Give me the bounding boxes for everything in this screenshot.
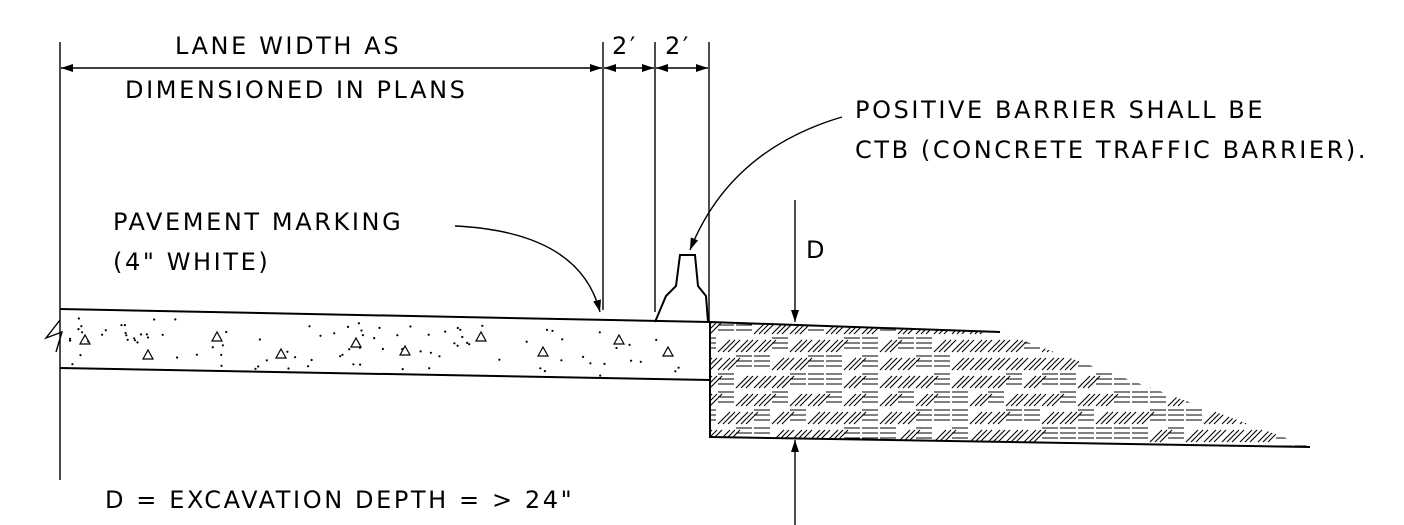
lane-width-label-line2: DIMENSIONED IN PLANS — [125, 76, 467, 104]
pavement-aggregate-texture — [68, 317, 680, 377]
offset-label-first: 2′ — [612, 32, 638, 60]
pavement-marking-label-line1: PAVEMENT MARKING — [113, 208, 403, 236]
concrete-traffic-barrier — [654, 254, 709, 323]
marking-leader-arrow — [454, 225, 601, 313]
excavation-fill — [709, 321, 1311, 448]
excavation-depth-note: D = EXCAVATION DEPTH = > 24" — [105, 486, 574, 514]
extension-lines — [59, 42, 710, 480]
barrier-note-line2: CTB (CONCRETE TRAFFIC BARRIER). — [855, 136, 1368, 164]
offset-label-second: 2′ — [665, 32, 691, 60]
barrier-note-line1: POSITIVE BARRIER SHALL BE — [855, 96, 1265, 124]
depth-symbol-label: D — [806, 236, 827, 264]
pavement-section — [43, 308, 711, 381]
pavement-marking-label-line2: (4" WHITE) — [113, 248, 270, 276]
lane-width-label-line1: LANE WIDTH AS — [175, 32, 401, 60]
barrier-leader-arrow — [689, 116, 843, 251]
